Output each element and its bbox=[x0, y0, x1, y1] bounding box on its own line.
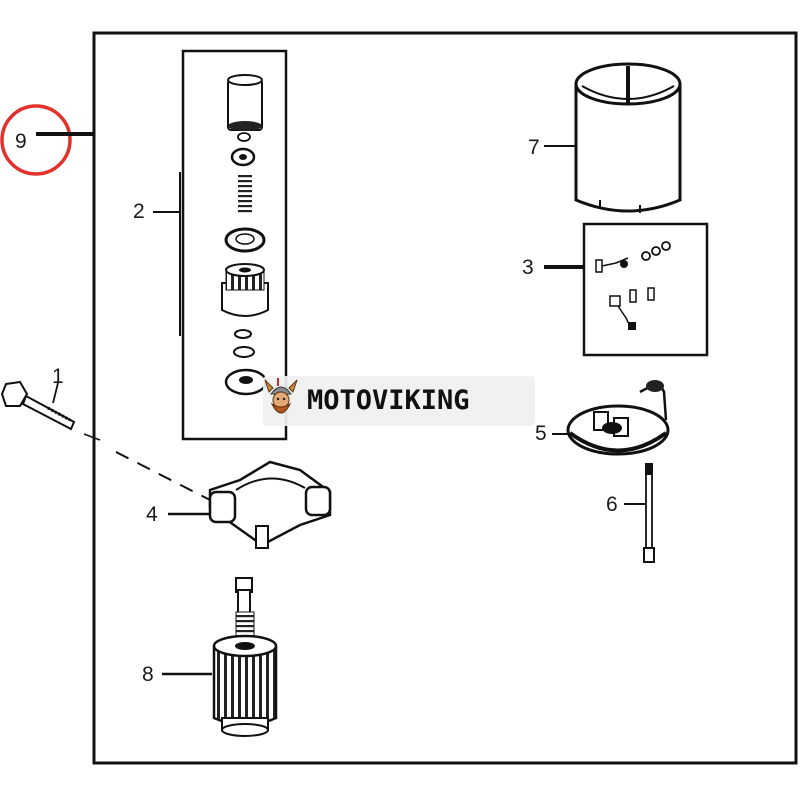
viking-head-icon bbox=[264, 378, 298, 414]
callout-3: 3 bbox=[522, 256, 534, 279]
watermark-text: MOTOVIKING bbox=[307, 385, 470, 416]
leader-1 bbox=[52, 382, 59, 404]
callout-2: 2 bbox=[133, 200, 145, 223]
callout-4: 4 bbox=[146, 503, 158, 526]
housing-cover: 7 bbox=[528, 62, 682, 213]
screw-6: 6 bbox=[606, 463, 655, 563]
callout-1: 1 bbox=[52, 365, 64, 388]
brush-kit: 3 bbox=[522, 222, 709, 357]
highlight-circle bbox=[0, 104, 72, 176]
drive-assembly-kit: 2 bbox=[133, 49, 288, 441]
assembly-frame bbox=[92, 31, 798, 765]
through-bolt-1: 1 bbox=[0, 365, 211, 501]
callout-9: 9 bbox=[15, 130, 27, 153]
callout-9-group: 9 bbox=[0, 104, 94, 176]
callout-8: 8 bbox=[142, 663, 154, 686]
watermark-banner: MOTOVIKING bbox=[263, 376, 535, 426]
armature: 8 bbox=[142, 577, 278, 737]
callout-6: 6 bbox=[606, 493, 618, 516]
callout-7: 7 bbox=[528, 136, 540, 159]
brush-end-cap: 5 bbox=[535, 380, 670, 456]
callout-5: 5 bbox=[535, 422, 547, 445]
field-bracket: 4 bbox=[146, 460, 332, 549]
